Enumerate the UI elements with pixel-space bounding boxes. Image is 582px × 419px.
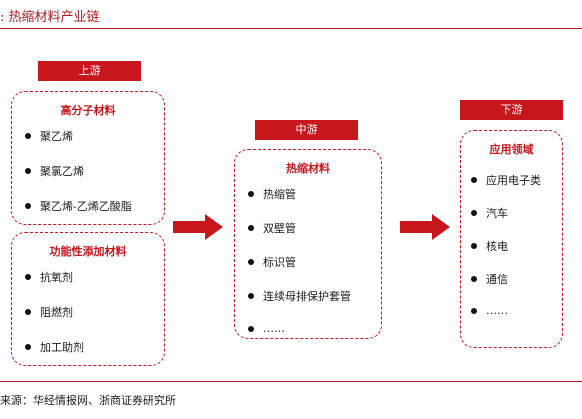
bottom-rule: [0, 381, 582, 382]
item-label: 加工助剂: [40, 341, 84, 354]
list-item: 阻燃剂: [25, 304, 164, 320]
list-item: 热缩管: [248, 186, 381, 202]
bullet-icon: [248, 225, 254, 231]
bullet-icon: [25, 168, 31, 174]
bullet-icon: [471, 210, 477, 216]
list-item: 聚乙烯-乙烯乙酸脂: [25, 198, 164, 214]
upstream-additive-box: 功能性添加材料 抗氧剂 阻燃剂 加工助剂: [11, 232, 165, 366]
item-label: 标识管: [263, 256, 296, 269]
midstream-banner: 中游: [255, 120, 358, 140]
upstream-banner: 上游: [38, 61, 141, 81]
upstream-polymer-box: 高分子材料 聚乙烯 聚氯乙烯 聚乙烯-乙烯乙酸脂: [11, 91, 165, 225]
item-label: 聚氯乙烯: [40, 165, 84, 178]
downstream-banner: 下游: [460, 100, 563, 120]
item-label: 核电: [486, 240, 508, 253]
arrow-right-icon: [173, 214, 223, 240]
item-label: 聚乙烯-乙烯乙酸脂: [40, 200, 132, 213]
item-label: ……: [263, 322, 285, 335]
item-label: 连续母排保护套管: [263, 290, 351, 303]
bullet-icon: [248, 259, 254, 265]
item-label: 阻燃剂: [40, 306, 73, 319]
source-note: 来源：华经情报网、浙商证券研究所: [0, 394, 176, 407]
item-label: 应用电子类: [486, 174, 541, 187]
list-item: 核电: [471, 238, 562, 254]
list-item: 抗氧剂: [25, 269, 164, 285]
list-item: 聚乙烯: [25, 128, 164, 144]
bullet-icon: [25, 309, 31, 315]
list-item: ……: [248, 322, 381, 335]
bullet-icon: [25, 344, 31, 350]
bullet-icon: [471, 243, 477, 249]
downstream-box: 应用领域 应用电子类 汽车 核电 通信 ……: [460, 130, 563, 348]
list-item: 连续母排保护套管: [248, 288, 381, 304]
list-item: 聚氯乙烯: [25, 163, 164, 179]
list-item: ……: [471, 304, 562, 317]
bullet-icon: [248, 191, 254, 197]
downstream-title: 应用领域: [489, 143, 534, 156]
upstream-additive-title: 功能性添加材料: [49, 245, 127, 258]
page-title: : 热缩材料产业链: [0, 10, 100, 25]
upstream-polymer-title: 高分子材料: [60, 104, 116, 117]
bullet-icon: [25, 274, 31, 280]
list-item: 应用电子类: [471, 172, 562, 188]
item-label: ……: [486, 304, 508, 317]
bullet-icon: [471, 276, 477, 282]
list-item: 通信: [471, 271, 562, 287]
arrow-right-icon: [400, 214, 450, 240]
bullet-icon: [248, 325, 254, 332]
list-item: 双壁管: [248, 220, 381, 236]
item-label: 聚乙烯: [40, 130, 73, 143]
midstream-box: 热缩材料 热缩管 双壁管 标识管 连续母排保护套管 ……: [234, 149, 382, 339]
bullet-icon: [471, 307, 477, 314]
bullet-icon: [25, 203, 31, 209]
item-label: 通信: [486, 273, 508, 286]
item-label: 双壁管: [263, 222, 296, 235]
item-label: 抗氧剂: [40, 271, 73, 284]
item-label: 热缩管: [263, 188, 296, 201]
list-item: 汽车: [471, 205, 562, 221]
list-item: 加工助剂: [25, 339, 164, 355]
bullet-icon: [25, 133, 31, 139]
item-label: 汽车: [486, 207, 508, 220]
list-item: 标识管: [248, 254, 381, 270]
bullet-icon: [471, 177, 477, 183]
bullet-icon: [248, 293, 254, 299]
midstream-title: 热缩材料: [286, 162, 330, 175]
title-rule: [0, 28, 582, 29]
